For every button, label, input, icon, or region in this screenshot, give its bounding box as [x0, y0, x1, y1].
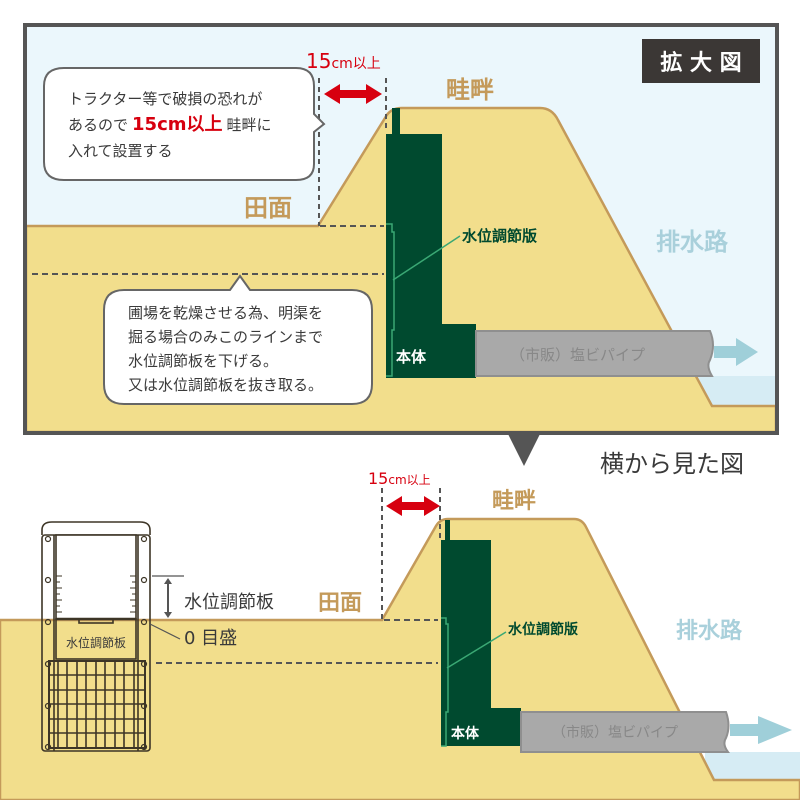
side-board-leader-line: [446, 631, 507, 669]
side-drain-water: [705, 752, 800, 782]
bubble-bottom-line2: 掘る場合のみこのラインまで: [128, 328, 323, 346]
bubble-bottom-line4: 又は水位調節板を抜き取る。: [128, 376, 323, 394]
zoom-pointer-triangle: [508, 434, 540, 466]
zoom-distance-label: 15cm以上: [306, 49, 381, 73]
zoom-field-label: 田面: [244, 194, 292, 222]
zoom-distance-arrow: [324, 84, 382, 104]
arrow-down-icon: [164, 612, 172, 618]
zoom-drain-label: 排水路: [656, 228, 729, 256]
arrow-up-icon: [164, 578, 172, 584]
zoom-view: 拡 大 図 15cm以上 畦畔 田面 排水路 水位調節版 本体 （市販）塩ビパイ…: [23, 23, 779, 466]
side-drain-label: 排水路: [676, 618, 743, 644]
zoom-pipe-label: （市販）塩ビパイプ: [510, 346, 645, 364]
bubble-bottom-line3: 水位調節板を下げる。: [128, 352, 278, 370]
side-body-label: 本体: [451, 725, 480, 742]
side-pipe-label: （市販）塩ビパイプ: [552, 724, 678, 741]
zoom-flow-arrow: [714, 338, 758, 366]
front-view-product: [41, 521, 151, 752]
zoom-frame: [23, 23, 779, 435]
side-board-label: 水位調節版: [508, 621, 578, 638]
callout-zero-label: 0 目盛: [184, 628, 237, 649]
zoom-body-label: 本体: [396, 348, 427, 366]
side-pipe: [520, 711, 730, 753]
zoom-board-label: 水位調節版: [462, 227, 537, 245]
zoom-board-leader-line: [392, 235, 461, 281]
callout-board-label: 水位調節板: [184, 592, 274, 613]
side-distance-arrow: [386, 496, 440, 516]
bubble-bottom-line1: 圃場を乾燥させる為、明渠を: [128, 304, 323, 322]
zoom-ridge-label: 畦畔: [446, 76, 494, 104]
side-field-label: 田面: [318, 591, 362, 616]
bubble-top-line1: トラクター等で破損の恐れが: [68, 90, 262, 108]
zoom-bubble-top: [43, 67, 326, 181]
callout-zero-leader: [149, 623, 181, 640]
side-ridge-label: 畦畔: [492, 489, 536, 514]
zoom-pipe: [475, 330, 714, 377]
zoom-product-body: [386, 108, 476, 378]
side-view-title: 横から見た図: [600, 450, 744, 478]
zoom-badge: [642, 39, 760, 83]
zoom-badge-text: 拡 大 図: [660, 51, 741, 76]
bubble-top-line3: 入れて設置する: [68, 142, 173, 160]
side-flow-arrow: [730, 716, 792, 744]
side-product-body: [441, 520, 521, 747]
zoom-bubble-bottom: [103, 274, 373, 405]
front-board-label: 水位調節板: [66, 635, 126, 650]
side-distance-label: 15cm以上: [368, 469, 431, 488]
side-view: 横から見た図 15cm以上 畦畔 田面 排水路 水位調節版 本体 （市販）塩: [0, 450, 800, 800]
